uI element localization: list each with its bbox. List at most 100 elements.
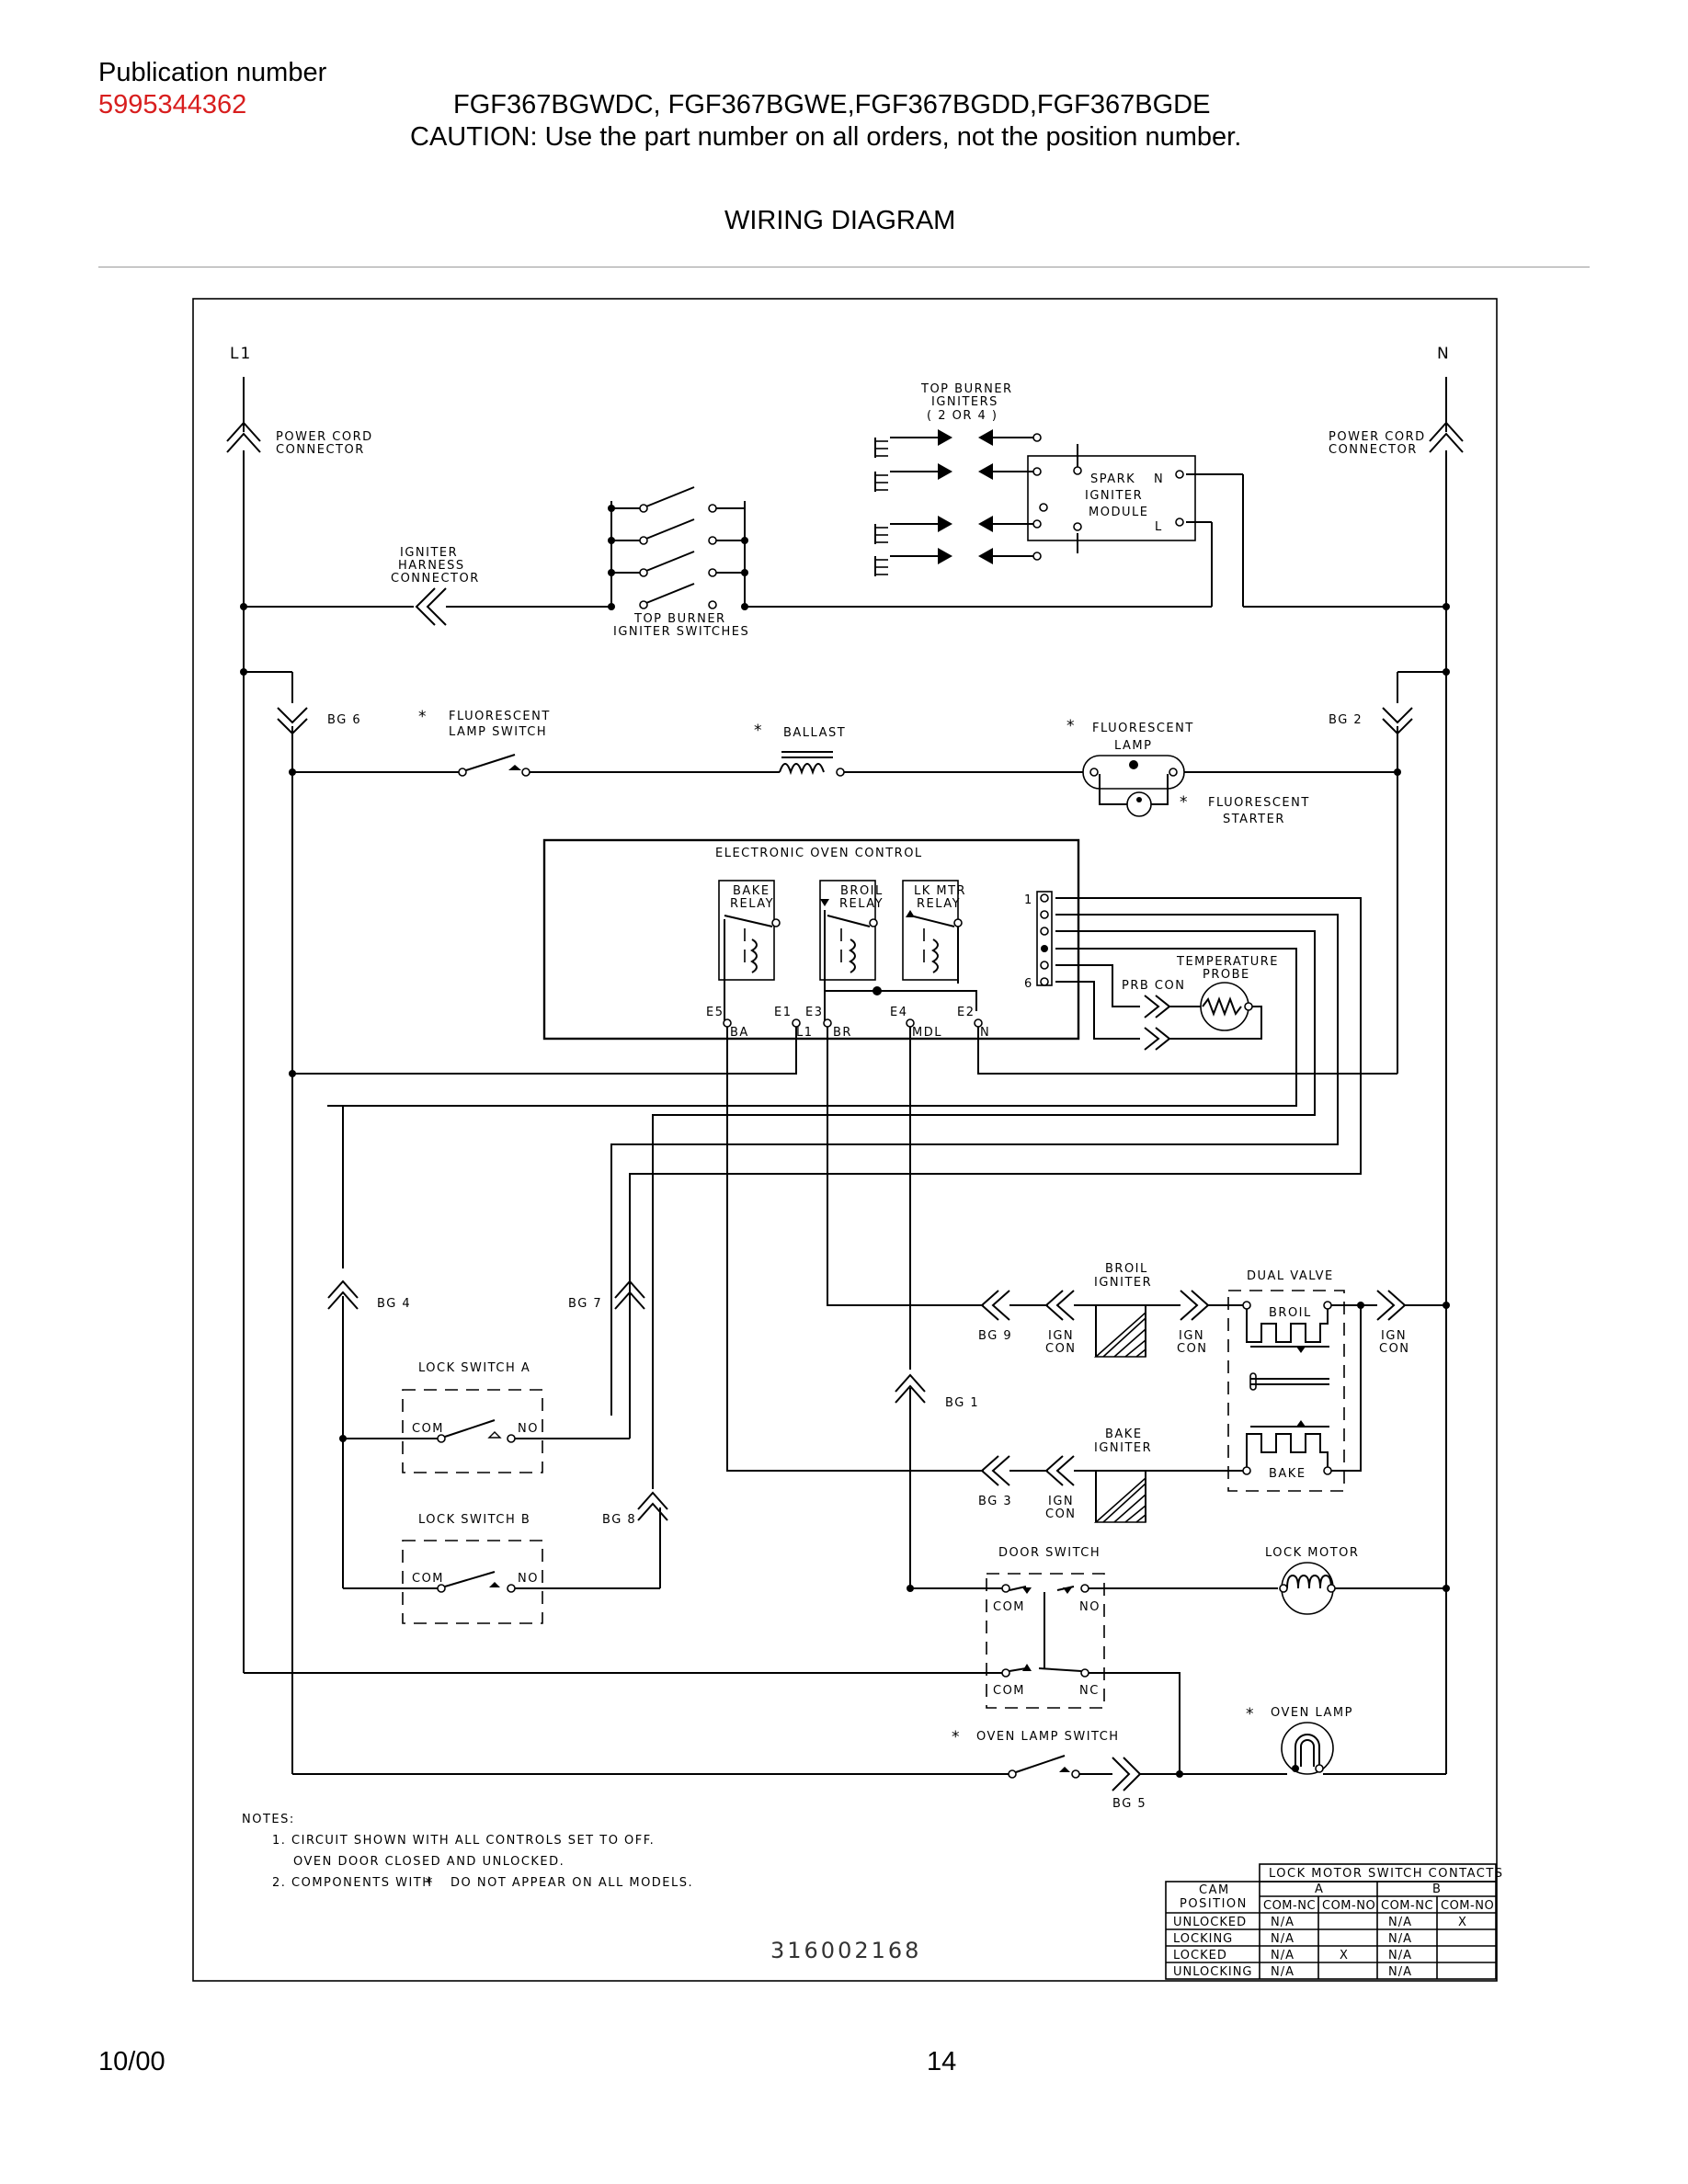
connector-pin xyxy=(1040,910,1049,919)
svg-text:OVEN LAMP SWITCH: OVEN LAMP SWITCH xyxy=(976,1730,1120,1744)
svg-text:NO: NO xyxy=(1079,1600,1101,1614)
svg-text:*: * xyxy=(952,1728,962,1746)
svg-text:POWER CORD: POWER CORD xyxy=(276,430,373,444)
svg-text:DO NOT APPEAR ON ALL MODELS.: DO NOT APPEAR ON ALL MODELS. xyxy=(451,1876,693,1890)
drawing-number: 316002168 xyxy=(770,1938,921,1963)
top-burner-igniter-switches: TOP BURNER IGNITER SWITCHES xyxy=(608,486,748,639)
bg7-connector: BG 7 xyxy=(568,1174,645,1439)
table-row-label: UNLOCKING xyxy=(1173,1965,1253,1979)
connector-pin xyxy=(1040,961,1049,970)
spark-igniter-module: SPARK IGNITER MODULE N L xyxy=(1027,444,1196,553)
svg-text:*: * xyxy=(1246,1705,1256,1723)
svg-text:DUAL VALVE: DUAL VALVE xyxy=(1247,1269,1334,1283)
svg-text:PRB CON: PRB CON xyxy=(1122,979,1185,993)
svg-text:RELAY: RELAY xyxy=(917,897,961,911)
svg-text:SPARK: SPARK xyxy=(1090,472,1135,486)
svg-text:LOCK SWITCH B: LOCK SWITCH B xyxy=(418,1513,530,1527)
ign-con-bake: IGN CON xyxy=(1044,1455,1075,1521)
svg-text:BG 5: BG 5 xyxy=(1112,1797,1146,1811)
svg-text:LK MTR: LK MTR xyxy=(914,884,966,898)
table-row-label: LOCKED xyxy=(1173,1949,1227,1962)
model-numbers: FGF367BGWDC, FGF367BGWE,FGF367BGDD,FGF36… xyxy=(453,90,1211,119)
table-cell: N/A xyxy=(1388,1965,1412,1979)
caution-note: CAUTION: Use the part number on all orde… xyxy=(410,122,1242,152)
table-cell: N/A xyxy=(1388,1916,1412,1929)
bg4-connector: BG 4 xyxy=(327,1105,410,1588)
top-burner-igniters: TOP BURNER IGNITERS ( 2 OR 4 ) xyxy=(874,382,1042,576)
svg-text:IGNITER: IGNITER xyxy=(1094,1276,1152,1290)
bg6-connector: BG 6 xyxy=(277,672,360,1074)
svg-text:COM: COM xyxy=(993,1684,1025,1698)
svg-text:IGN: IGN xyxy=(1179,1329,1204,1343)
publication-label: Publication number xyxy=(98,58,327,87)
table-row-label: LOCKING xyxy=(1173,1932,1233,1946)
svg-text:FLUORESCENT: FLUORESCENT xyxy=(1208,796,1310,810)
svg-text:6: 6 xyxy=(1024,977,1033,991)
svg-text:LOCK SWITCH A: LOCK SWITCH A xyxy=(418,1361,530,1375)
igniter-harness-connector: IGNITER HARNESS CONNECTOR xyxy=(244,546,611,626)
svg-text:FLUORESCENT: FLUORESCENT xyxy=(449,710,551,723)
svg-text:PROBE: PROBE xyxy=(1203,968,1250,982)
oven-lamp: * OVEN LAMP xyxy=(1246,1705,1353,1775)
svg-text:NOTES:: NOTES: xyxy=(242,1813,295,1826)
svg-text:COM: COM xyxy=(412,1422,444,1436)
ign-con-valve-right: IGN CON xyxy=(1376,1290,1410,1356)
svg-text:2. COMPONENTS WITH: 2. COMPONENTS WITH xyxy=(272,1876,433,1890)
table-cell: N/A xyxy=(1388,1932,1412,1946)
svg-text:BROIL: BROIL xyxy=(1269,1306,1312,1320)
svg-text:N: N xyxy=(1154,472,1164,486)
svg-text:*: * xyxy=(418,708,428,726)
svg-text:POSITION: POSITION xyxy=(1180,1897,1248,1911)
svg-text:LOCK MOTOR: LOCK MOTOR xyxy=(1265,1546,1359,1560)
svg-text:COM: COM xyxy=(993,1600,1025,1614)
table-row-label: UNLOCKED xyxy=(1173,1916,1247,1929)
svg-text:BAKE: BAKE xyxy=(1269,1467,1306,1481)
svg-text:CONNECTOR: CONNECTOR xyxy=(1329,443,1418,457)
top-burner-igniter xyxy=(874,463,1042,492)
bake-relay: BAKE RELAY xyxy=(718,880,781,1020)
footer-date: 10/00 xyxy=(98,2047,165,2076)
broil-relay: BROIL RELAY xyxy=(819,880,883,1020)
publication-number: 5995344362 xyxy=(98,90,247,119)
svg-text:IGNITERS: IGNITERS xyxy=(931,395,998,409)
table-cell: X xyxy=(1458,1916,1467,1929)
table-cell: N/A xyxy=(1388,1949,1412,1962)
svg-text:CON: CON xyxy=(1045,1342,1077,1356)
l1-label: L1 xyxy=(230,345,252,363)
svg-text:CON: CON xyxy=(1177,1342,1208,1356)
n-label: N xyxy=(1437,345,1451,363)
svg-text:BG 2: BG 2 xyxy=(1329,713,1363,727)
svg-text:TOP BURNER: TOP BURNER xyxy=(920,382,1013,396)
svg-text:IGN: IGN xyxy=(1048,1495,1074,1508)
table-cell: N/A xyxy=(1271,1965,1295,1979)
fluorescent-lamp-switch[interactable]: * FLUORESCENT LAMP SWITCH xyxy=(418,708,551,777)
lock-switch-a: LOCK SWITCH A COM NO xyxy=(343,1361,630,1473)
svg-text:CON: CON xyxy=(1379,1342,1410,1356)
svg-text:STARTER: STARTER xyxy=(1223,813,1285,826)
svg-text:BR: BR xyxy=(833,1026,852,1040)
bg3-connector: BG 3 xyxy=(978,1455,1011,1508)
door-switch: DOOR SWITCH COM NO COM NC xyxy=(910,1546,1278,1709)
top-burner-igniter xyxy=(874,516,1042,544)
svg-text:B: B xyxy=(1432,1883,1442,1896)
svg-text:BA: BA xyxy=(730,1026,749,1040)
top-burner-igniter xyxy=(874,548,1042,576)
svg-text:LAMP: LAMP xyxy=(1114,739,1153,753)
power-cord-connector-right: POWER CORD CONNECTOR xyxy=(1329,377,1464,1774)
diagram-frame xyxy=(192,298,1498,1982)
svg-text:OVEN LAMP: OVEN LAMP xyxy=(1271,1706,1353,1720)
svg-text:1: 1 xyxy=(1024,893,1033,907)
oven-lamp-switch[interactable]: * OVEN LAMP SWITCH xyxy=(292,1728,1120,1779)
ign-con-broil-right: IGN CON xyxy=(1177,1290,1210,1356)
svg-text:BAKE: BAKE xyxy=(733,884,770,898)
svg-text:E5: E5 xyxy=(706,1006,724,1019)
svg-text:1. CIRCUIT SHOWN WITH ALL CON: 1. CIRCUIT SHOWN WITH ALL CONTROLS SET T… xyxy=(272,1834,655,1848)
svg-text:E3: E3 xyxy=(805,1006,824,1019)
svg-text:BG 1: BG 1 xyxy=(945,1396,979,1410)
connector-pin xyxy=(1040,893,1049,903)
svg-text:IGNITER: IGNITER xyxy=(1085,489,1143,503)
svg-text:OVEN DOOR CLOSED AND UNLOCKED.: OVEN DOOR CLOSED AND UNLOCKED. xyxy=(293,1855,565,1869)
fluorescent-lamp: * FLUORESCENT LAMP xyxy=(1066,717,1397,790)
svg-text:COM-NO: COM-NO xyxy=(1441,1899,1494,1913)
